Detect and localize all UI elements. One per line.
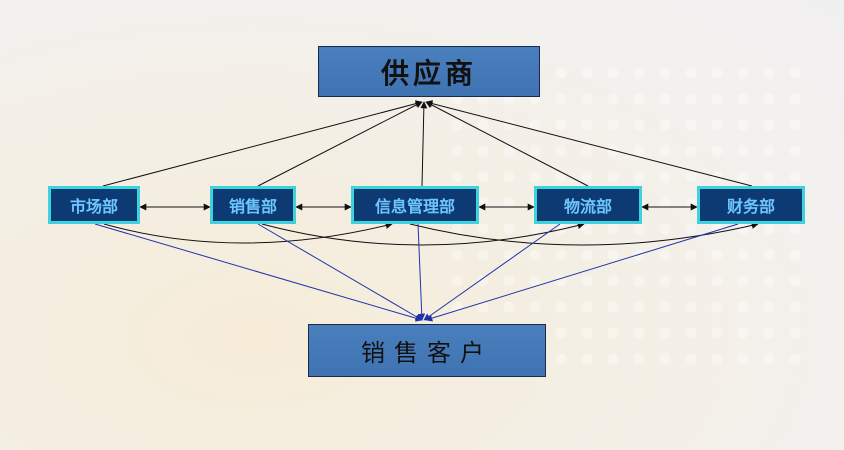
supplier-label: 供应商 — [380, 56, 477, 90]
dept-info-label: 信息管理部 — [374, 197, 455, 216]
curve-sales-to-logistics — [261, 222, 585, 246]
dept-sales-label: 销售部 — [228, 197, 277, 216]
arrow-finance-to-customer — [425, 223, 739, 322]
customer-box: 销售客户 — [308, 324, 546, 377]
dept-finance-label: 财务部 — [726, 197, 775, 216]
arrow-market-to-supplier — [102, 100, 423, 187]
supplier-box: 供应商 — [318, 46, 540, 97]
arrows-to-supplier — [102, 100, 753, 187]
dept-market-label: 市场部 — [69, 197, 118, 216]
curve-info-to-finance — [409, 222, 759, 246]
arrow-finance-to-supplier — [425, 100, 753, 187]
arrow-sales-to-supplier — [257, 101, 423, 187]
curved-arrows — [103, 222, 759, 246]
arrow-info-to-supplier — [420, 101, 428, 187]
dept-sales-box: 销售部 — [210, 186, 296, 224]
curve-market-to-info — [103, 222, 393, 244]
dept-logistics-label: 物流部 — [563, 197, 612, 216]
arrows-to-customer — [94, 223, 739, 322]
arrow-info-to-customer — [417, 223, 426, 321]
dept-finance-box: 财务部 — [697, 186, 805, 224]
arrow-logistics-to-supplier — [425, 101, 589, 187]
dept-logistics-box: 物流部 — [534, 186, 642, 224]
dept-info-box: 信息管理部 — [351, 186, 479, 224]
arrow-sales-to-customer — [257, 223, 423, 321]
arrow-logistics-to-customer — [423, 223, 561, 321]
dept-market-box: 市场部 — [48, 186, 140, 224]
customer-label: 销售客户 — [361, 339, 493, 367]
arrow-market-to-customer — [94, 223, 423, 322]
